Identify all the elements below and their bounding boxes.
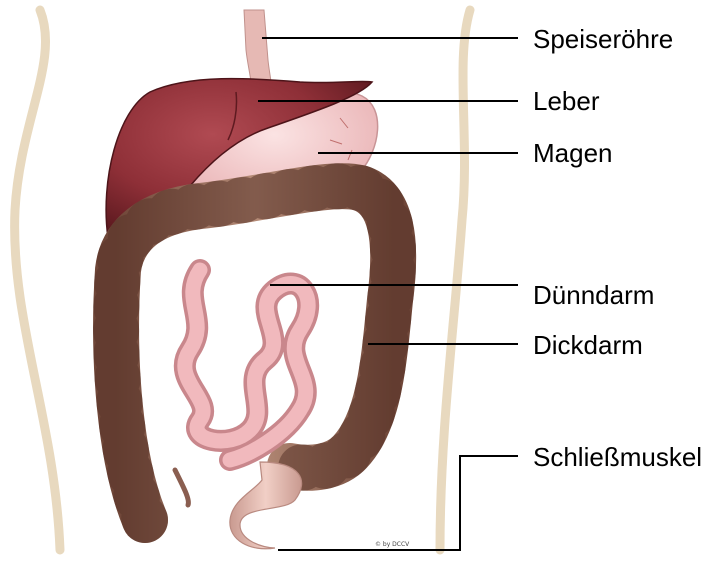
label-schliessmuskel: Schließmuskel bbox=[533, 444, 702, 470]
label-leber: Leber bbox=[533, 88, 600, 114]
copyright-credit: © by DCCV bbox=[375, 541, 409, 548]
small-intestine bbox=[185, 270, 308, 460]
large-intestine bbox=[116, 186, 393, 520]
rectum bbox=[230, 462, 302, 549]
label-speiseroehre: Speiseröhre bbox=[533, 26, 673, 52]
label-magen: Magen bbox=[533, 140, 613, 166]
label-duenndarm: Dünndarm bbox=[533, 282, 654, 308]
label-dickdarm: Dickdarm bbox=[533, 332, 643, 358]
